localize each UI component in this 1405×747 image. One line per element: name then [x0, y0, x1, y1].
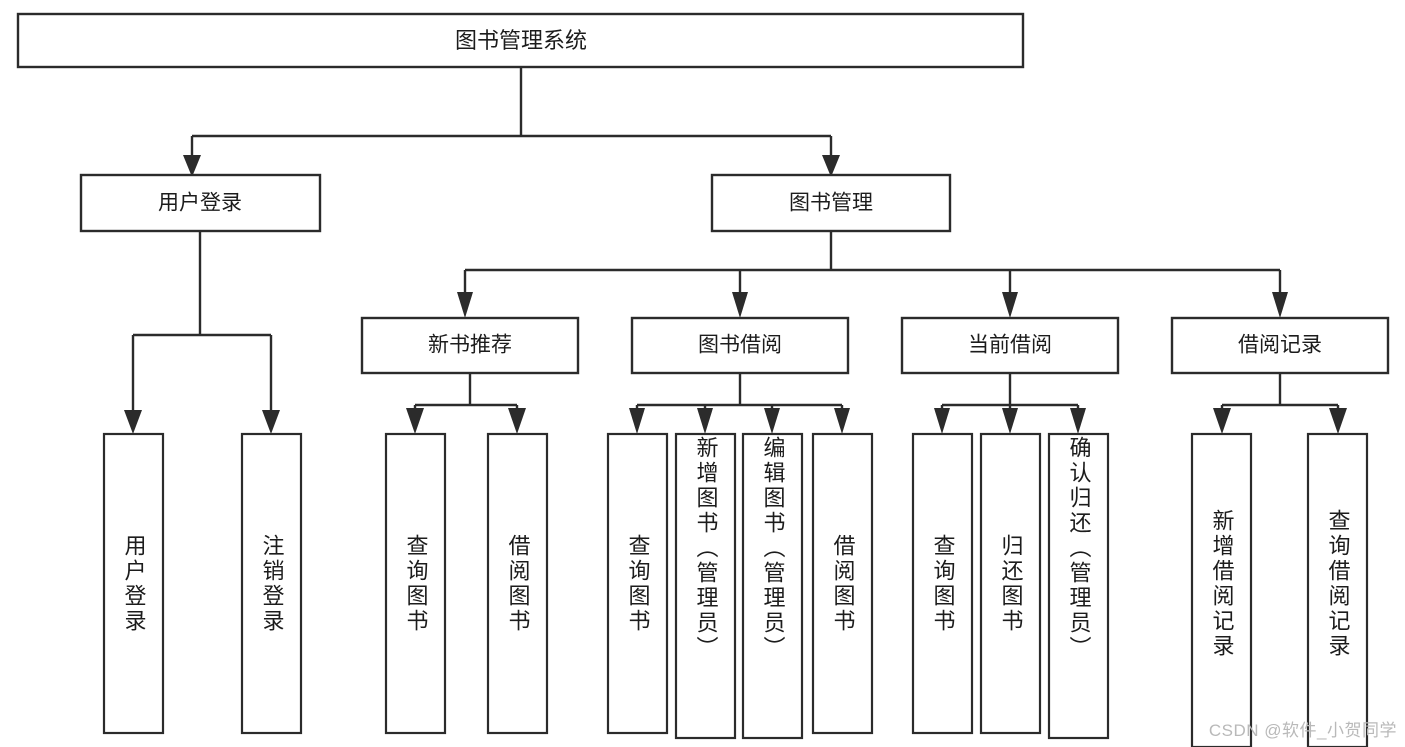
node-user-login-box[interactable]	[79, 173, 322, 233]
arrow-current-borrow-leaf-3-icon	[1070, 408, 1086, 434]
node-book-borrow-label: 图书借阅	[698, 334, 782, 357]
leaf-box-book-borrow-2[interactable]	[674, 432, 737, 740]
arrow-current-borrow-leaf-1-icon	[934, 408, 950, 434]
node-user-login-label: 用户登录	[158, 192, 242, 215]
arrow-borrow-record-leaf-2-icon	[1329, 408, 1347, 434]
node-new-book-recommend-label: 新书推荐	[428, 334, 512, 357]
node-borrow-record-label: 借阅记录	[1238, 334, 1322, 357]
leaf-box-new-book-1[interactable]	[384, 432, 447, 735]
connector-layer	[124, 66, 1347, 434]
arrow-borrow-record-leaf-1-icon	[1213, 408, 1231, 434]
node-root[interactable]: 图书管理系统	[16, 12, 1025, 69]
arrow-to-current-borrow-icon	[1002, 292, 1018, 318]
arrow-book-borrow-leaf-4-icon	[834, 408, 850, 434]
node-book-manage[interactable]: 图书管理	[710, 173, 952, 233]
arrow-book-borrow-leaf-2-icon	[697, 408, 713, 434]
arrow-user-login-leaf-2-icon	[262, 410, 280, 434]
arrow-book-borrow-leaf-1-icon	[629, 408, 645, 434]
arrow-to-borrow-record-icon	[1272, 292, 1288, 318]
leaf-box-user-login-1[interactable]	[102, 432, 165, 735]
arrow-to-book-borrow-icon	[732, 292, 748, 318]
node-book-manage-box[interactable]	[710, 173, 952, 233]
node-current-borrow-label: 当前借阅	[968, 334, 1052, 357]
node-borrow-record-box[interactable]	[1170, 316, 1390, 375]
leaf-box-book-borrow-4[interactable]	[811, 432, 874, 735]
node-new-book-recommend[interactable]: 新书推荐	[360, 316, 580, 375]
leaf-box-new-book-2[interactable]	[486, 432, 549, 735]
arrow-book-borrow-leaf-3-icon	[764, 408, 780, 434]
leaf-box-borrow-record-1[interactable]	[1190, 432, 1253, 747]
node-current-borrow-box[interactable]	[900, 316, 1120, 375]
leaf-box-book-borrow-1[interactable]	[606, 432, 669, 735]
csdn-watermark: CSDN @软件_小贺同学	[1208, 721, 1397, 740]
leaf-box-current-borrow-1[interactable]	[911, 432, 974, 735]
leaf-box-book-borrow-3[interactable]	[741, 432, 804, 740]
node-layer: 图书管理系统 用户登录 图书管理 新书推荐 图书借阅 当前	[16, 12, 1390, 747]
arrow-new-book-leaf-1-icon	[406, 408, 424, 434]
arrow-new-book-leaf-2-icon	[508, 408, 526, 434]
node-user-login[interactable]: 用户登录	[79, 173, 322, 233]
arrow-to-user-login-icon	[183, 155, 201, 177]
leaf-box-current-borrow-3[interactable]	[1047, 432, 1110, 740]
arrow-current-borrow-leaf-2-icon	[1002, 408, 1018, 434]
node-book-borrow-box[interactable]	[630, 316, 850, 375]
node-current-borrow[interactable]: 当前借阅	[900, 316, 1120, 375]
leaf-box-borrow-record-2[interactable]	[1306, 432, 1369, 747]
leaf-box-current-borrow-2[interactable]	[979, 432, 1042, 735]
node-borrow-record[interactable]: 借阅记录	[1170, 316, 1390, 375]
leaf-box-user-login-2[interactable]	[240, 432, 303, 735]
node-book-borrow[interactable]: 图书借阅	[630, 316, 850, 375]
node-book-manage-label: 图书管理	[789, 192, 873, 215]
node-root-box[interactable]	[16, 12, 1025, 69]
arrow-to-book-manage-icon	[822, 155, 840, 177]
arrow-user-login-leaf-1-icon	[124, 410, 142, 434]
arrow-to-new-book-icon	[457, 292, 473, 318]
node-new-book-recommend-box[interactable]	[360, 316, 580, 375]
node-root-label: 图书管理系统	[455, 28, 587, 53]
